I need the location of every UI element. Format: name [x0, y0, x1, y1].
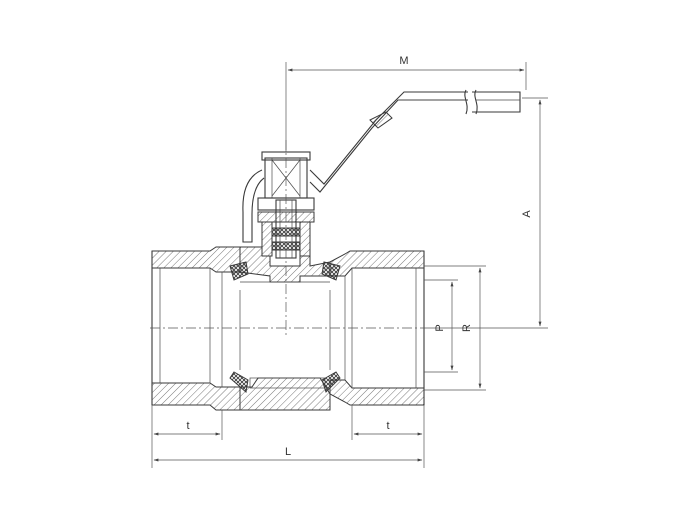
valve-body-center [239, 246, 331, 411]
dim-label-r: R [461, 324, 473, 332]
dim-label-t-right: t [386, 420, 389, 432]
dim-label-a: A [521, 210, 533, 218]
dimension-a: A [430, 97, 548, 329]
dimension-p: P [424, 279, 458, 373]
dimension-m: M [285, 55, 527, 152]
dimension-t-right: t [351, 405, 425, 468]
dim-label-m: M [399, 55, 408, 67]
dimension-r: R [424, 265, 486, 391]
dimension-l: L [153, 446, 423, 462]
valve-body-left [151, 246, 241, 411]
lever-handle [242, 89, 521, 243]
dim-label-p: P [434, 324, 446, 331]
valve-body-right [329, 250, 425, 406]
dim-label-l: L [285, 446, 291, 458]
dim-label-t-left: t [186, 420, 189, 432]
ball-seats [229, 261, 341, 393]
dimension-t-left: t [151, 405, 223, 468]
